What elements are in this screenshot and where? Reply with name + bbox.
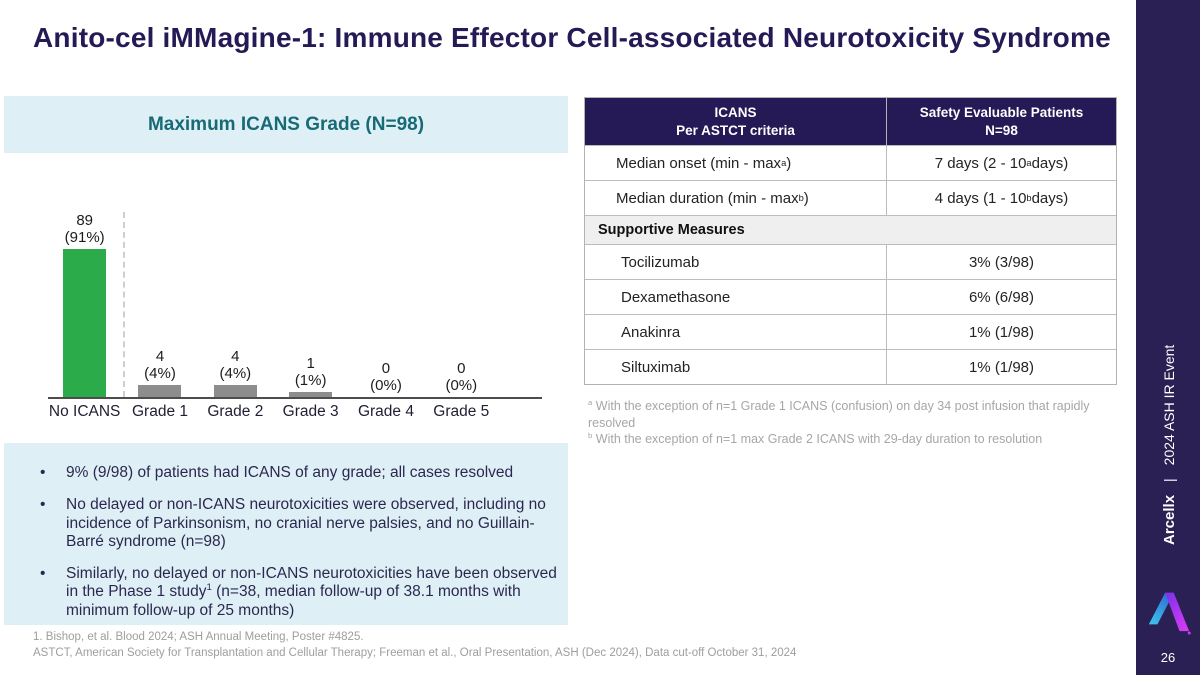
page-number: 26	[1160, 650, 1176, 665]
table-row: Tocilizumab 3% (3/98)	[585, 244, 1116, 279]
bullet-item: • No delayed or non-ICANS neurotoxicities…	[40, 496, 568, 551]
bar-percent: (0%)	[445, 376, 478, 394]
bar	[138, 385, 182, 397]
category-label: Grade 2	[207, 403, 264, 420]
chart-x-axis	[48, 397, 542, 399]
row-label: Anakinra	[585, 315, 887, 349]
table-footnotes: a With the exception of n=1 Grade 1 ICAN…	[588, 398, 1140, 448]
sidebar: Arcellx | 2024 ASH IR Event 26	[1136, 0, 1200, 675]
row-label: Tocilizumab	[585, 245, 887, 279]
footnote: a With the exception of n=1 Grade 1 ICAN…	[588, 397, 1090, 430]
bar	[289, 392, 333, 397]
bar-value-label: 4(4%)	[219, 348, 252, 382]
category-label: Grade 1	[131, 403, 188, 420]
icans-table-header: ICANS Per ASTCT criteria Safety Evaluabl…	[585, 98, 1116, 145]
category-label: No ICANS	[48, 403, 121, 420]
bullet-marker-icon: •	[40, 565, 46, 583]
table-row: Siltuximab 1% (1/98)	[585, 349, 1116, 384]
bar-percent: (4%)	[219, 364, 252, 382]
bullet-marker-icon: •	[40, 496, 46, 514]
row-value: 1% (1/98)	[968, 358, 1035, 376]
bar-value-label: 1(1%)	[294, 355, 327, 389]
bullet-item: • Similarly, no delayed or non-ICANS neur…	[40, 565, 568, 620]
bar-value-label: 0(0%)	[370, 360, 402, 394]
bullet-text: No delayed or non-ICANS neurotoxicities …	[66, 496, 546, 550]
sidebar-event-label: Arcellx | 2024 ASH IR Event	[1161, 345, 1178, 545]
bar-percent: (91%)	[64, 228, 105, 246]
chart-columns: 89(91%)4(4%)4(4%)1(1%)0(0%)0(0%)	[47, 200, 499, 397]
bullet-item: • 9% (9/98) of patients had ICANS of any …	[40, 464, 568, 482]
chart-column: 4(4%)	[122, 200, 197, 397]
category-label: Grade 5	[433, 403, 490, 420]
row-label: Siltuximab	[585, 350, 887, 384]
table-row: Anakinra 1% (1/98)	[585, 314, 1116, 349]
row-label: Dexamethasone	[585, 280, 887, 314]
page-title: Anito-cel iMMagine-1: Immune Effector Ce…	[33, 22, 1111, 53]
bar-count: 1	[306, 355, 315, 372]
table-header-criteria: ICANS Per ASTCT criteria	[585, 98, 887, 145]
reference-line: ASTCT, American Society for Transplantat…	[33, 647, 797, 660]
bar-count: 4	[155, 348, 165, 365]
chart-category-labels: No ICANS Grade 1 Grade 2 Grade 3 Grade 4 Grad…	[47, 403, 499, 421]
row-value: 1% (1/98)	[968, 323, 1035, 341]
bar-value-label: 89(91%)	[64, 212, 105, 246]
reference-line: 1. Bishop, et al. Blood 2024; ASH Annual…	[33, 631, 364, 643]
category-label: Grade 4	[357, 403, 414, 420]
table-header-patients: Safety Evaluable Patients N=98	[919, 104, 1084, 138]
summary-bullets-box: • 9% (9/98) of patients had ICANS of any …	[4, 443, 568, 625]
bar-percent: (0%)	[370, 376, 402, 394]
sidebar-divider: |	[1161, 478, 1177, 482]
table-section-row: Supportive Measures	[585, 215, 1116, 244]
table-row: Dexamethasone 6% (6/98)	[585, 279, 1116, 314]
chart-title: Maximum ICANS Grade (N=98)	[147, 113, 425, 135]
event-name: 2024 ASH IR Event	[1161, 344, 1177, 466]
icans-table: ICANS Per ASTCT criteria Safety Evaluabl…	[584, 97, 1117, 385]
bullet-text: 9% (9/98) of patients had ICANS of any g…	[66, 464, 514, 481]
chart-column: 0(0%)	[348, 200, 423, 397]
bar	[213, 385, 257, 397]
row-value: 6% (6/98)	[968, 288, 1035, 306]
bar-count: 4	[231, 348, 240, 365]
bar-count: 89	[76, 212, 93, 229]
bar	[63, 249, 107, 397]
bar-count: 0	[457, 360, 466, 377]
arcellx-logo-icon	[1148, 592, 1191, 635]
bullet-marker-icon: •	[40, 464, 46, 481]
bullet-text: Similarly, no delayed or non-ICANS neuro…	[66, 565, 557, 619]
bar-percent: (1%)	[294, 371, 327, 389]
section-label: Supportive Measures	[598, 222, 745, 238]
category-label: Grade 3	[282, 403, 339, 420]
chart-column: 0(0%)	[424, 200, 499, 397]
bar-percent: (4%)	[144, 364, 176, 382]
chart-dashed-divider	[123, 212, 125, 397]
footnote: b With the exception of n=1 max Grade 2 …	[588, 430, 1043, 446]
bar-value-label: 0(0%)	[445, 360, 478, 394]
chart-column: 4(4%)	[198, 200, 273, 397]
chart-column: 89(91%)	[47, 200, 122, 397]
bar-count: 0	[381, 360, 391, 377]
chart-column: 1(1%)	[273, 200, 348, 397]
footer-references: 1. Bishop, et al. Blood 2024; ASH Annual…	[33, 629, 796, 662]
chart-header-band: Maximum ICANS Grade (N=98)	[4, 96, 568, 153]
row-value: 3% (3/98)	[968, 253, 1035, 271]
bar-value-label: 4(4%)	[144, 348, 176, 382]
brand-name: Arcellx	[1161, 494, 1178, 545]
